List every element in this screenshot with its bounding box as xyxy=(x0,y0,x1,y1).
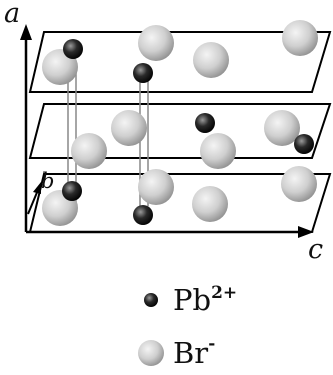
br-ion xyxy=(111,110,147,146)
legend-pb-charge: 2+ xyxy=(211,283,237,303)
axis-label-b: b xyxy=(41,169,54,193)
pb-ions xyxy=(62,39,314,225)
axis-a xyxy=(20,24,32,232)
layer-plane-top xyxy=(28,31,332,93)
legend-pb-label: Pb xyxy=(173,283,211,317)
br-ion xyxy=(193,42,229,78)
legend-pb-icon xyxy=(144,293,158,307)
pb-ion xyxy=(133,205,153,225)
br-ion xyxy=(138,169,174,205)
pb-ion xyxy=(133,63,153,83)
br-ion xyxy=(281,166,317,202)
legend-br-charge: - xyxy=(208,334,215,354)
br-ion xyxy=(264,110,300,146)
br-ion xyxy=(282,20,318,56)
axis-label-a: a xyxy=(4,0,20,29)
svg-text:Pb2+: Pb2+ xyxy=(173,283,237,317)
br-ion xyxy=(138,25,174,61)
pb-ion xyxy=(63,39,83,59)
br-ions xyxy=(42,20,318,226)
svg-text:Br-: Br- xyxy=(173,334,215,370)
axis-label-c: c xyxy=(308,234,323,265)
layer-plane-middle xyxy=(28,103,332,159)
pb-ion xyxy=(62,181,82,201)
legend: Pb2+ Br- xyxy=(138,283,237,370)
br-ion xyxy=(71,133,107,169)
br-ion xyxy=(192,186,228,222)
pb-ion xyxy=(195,113,215,133)
pb-ion xyxy=(294,134,314,154)
legend-br-icon xyxy=(138,340,164,366)
legend-br-label: Br xyxy=(173,336,208,370)
br-ion xyxy=(200,133,236,169)
layer-plane-bottom xyxy=(28,173,332,233)
